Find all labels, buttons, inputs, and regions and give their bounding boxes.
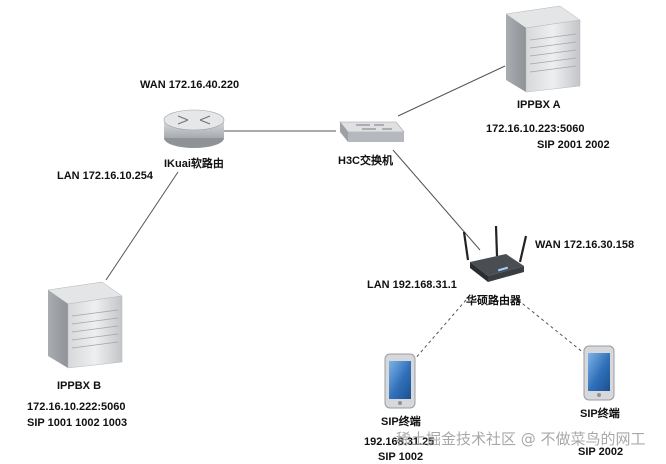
phone-right-sip-label: SIP 2002 <box>578 446 623 458</box>
server-b-icon[interactable] <box>47 281 123 369</box>
asus-lan-label: LAN 192.168.31.1 <box>367 279 457 291</box>
asus-wan-label: WAN 172.16.30.158 <box>535 239 634 251</box>
watermark-text: 稀土掘金技术社区 @ 不做菜鸟的网工 <box>396 430 646 448</box>
phone-right-icon[interactable] <box>583 345 615 401</box>
asus-name-label: 华硕路由器 <box>466 293 522 307</box>
switch-name-label: H3C交换机 <box>338 153 393 167</box>
server-a-icon[interactable] <box>505 5 581 93</box>
link-switch-ippbx-a <box>397 65 506 117</box>
router-icon[interactable] <box>163 109 225 148</box>
ippbx-a-sip-label: SIP 2001 2002 <box>537 139 610 151</box>
link-router-ippbx-b <box>105 171 179 281</box>
phone-right-name-label: SIP终端 <box>580 406 620 420</box>
ippbx-b-address-label: 172.16.10.222:5060 <box>27 401 125 413</box>
router-lan-label: LAN 172.16.10.254 <box>57 170 154 182</box>
ippbx-b-sip-label: SIP 1001 1002 1003 <box>27 417 127 429</box>
link-asus-phone-right <box>517 299 591 359</box>
wireless-router-icon[interactable] <box>462 225 528 282</box>
phone-left-icon[interactable] <box>384 353 416 409</box>
link-asus-phone-left <box>413 299 467 361</box>
switch-icon[interactable] <box>339 121 405 142</box>
phone-left-ip-label: 192.168.31.25 <box>364 436 434 448</box>
ippbx-b-name-label: IPPBX B <box>57 380 101 392</box>
link-switch-asus-router <box>392 149 481 251</box>
ippbx-a-name-label: IPPBX A <box>517 99 561 111</box>
phone-left-name-label: SIP终端 <box>381 414 421 428</box>
ippbx-a-address-label: 172.16.10.223:5060 <box>486 123 584 135</box>
router-name-label: IKuai软路由 <box>164 156 224 170</box>
router-wan-label: WAN 172.16.40.220 <box>140 79 239 91</box>
links <box>105 65 591 361</box>
phone-left-sip-label: SIP 1002 <box>378 451 423 463</box>
